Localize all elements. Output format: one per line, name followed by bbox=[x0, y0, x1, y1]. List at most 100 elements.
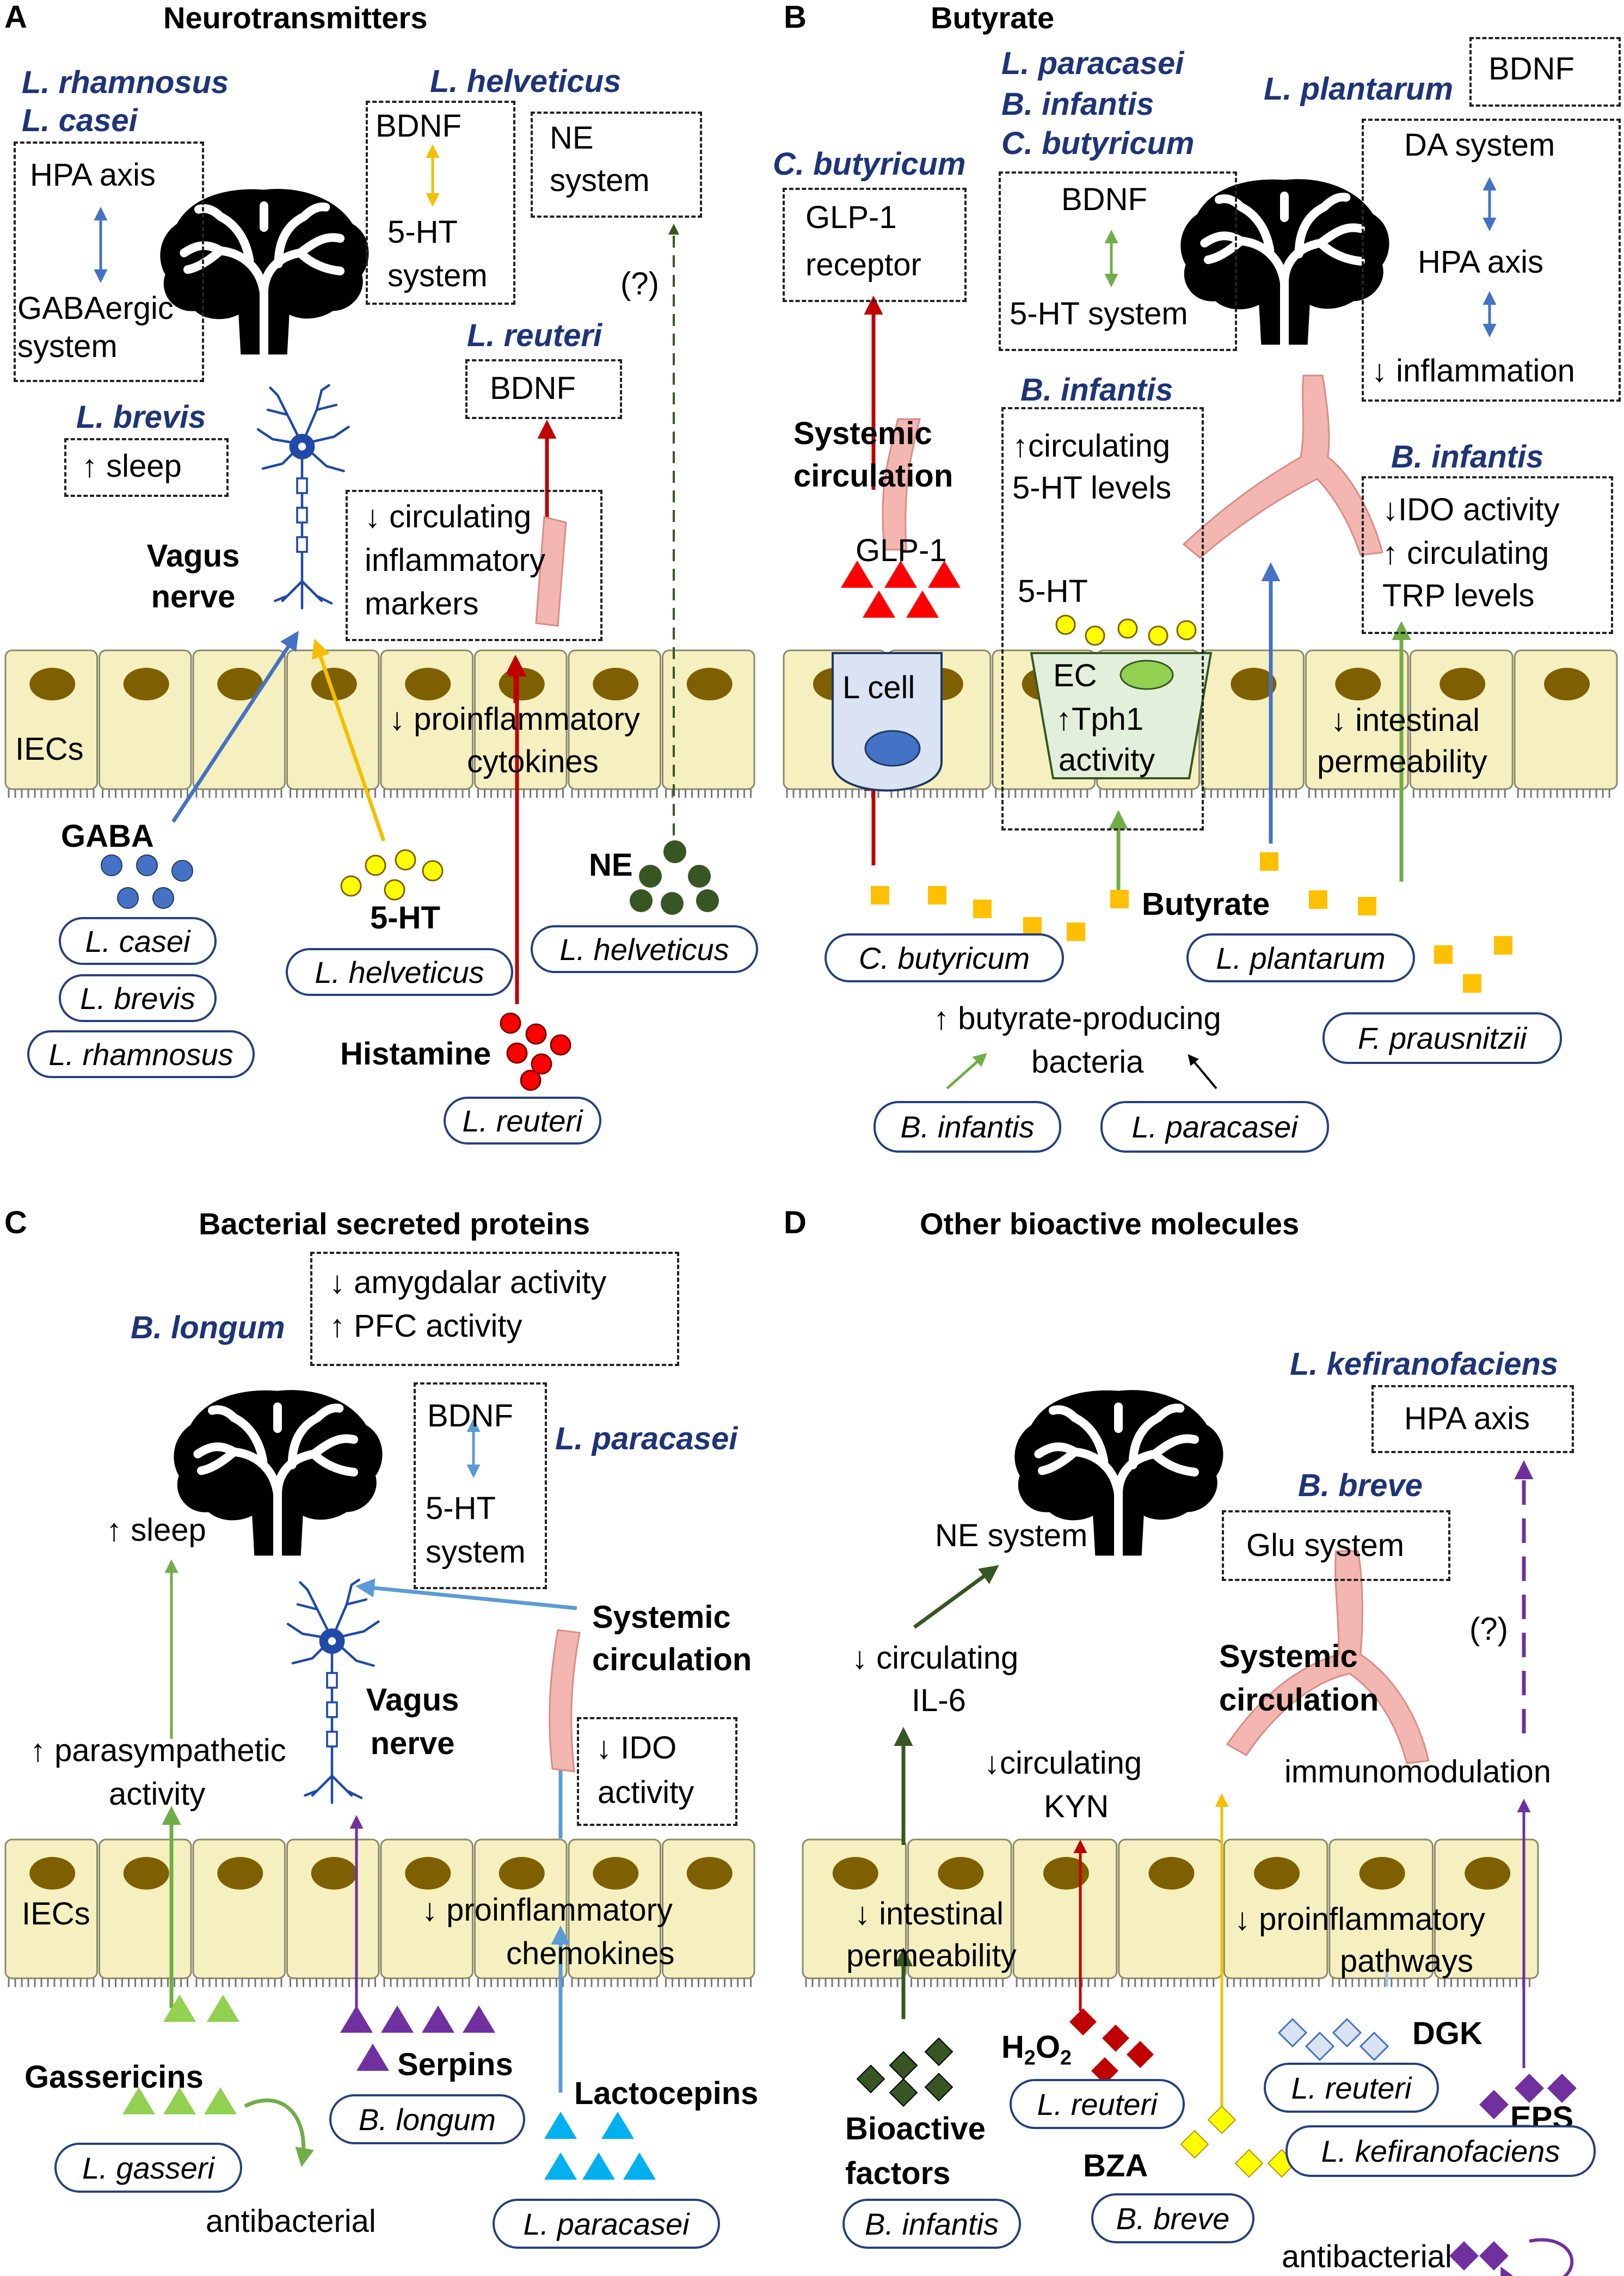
dgk-label: DGK bbox=[1412, 2016, 1482, 2051]
box-text: markers bbox=[365, 586, 479, 622]
box-amygdala-pfc bbox=[310, 1252, 679, 1366]
box-text: ↑circulating bbox=[1012, 428, 1171, 464]
pill-infantis: B. infantis bbox=[873, 1101, 1061, 1153]
microbe-label: L. plantarum bbox=[1264, 71, 1454, 107]
ne-system-label: NE system bbox=[935, 1518, 1088, 1553]
producing-label: bacteria bbox=[1031, 1044, 1144, 1080]
iec-cell bbox=[907, 1838, 1012, 1979]
box-text: BDNF bbox=[1488, 51, 1574, 87]
box-text: HPA axis bbox=[1404, 1401, 1530, 1436]
box-text: inflammatory bbox=[365, 543, 545, 578]
iec-nucleus bbox=[1544, 668, 1590, 700]
iec-nucleus bbox=[832, 1857, 878, 1890]
microbe-label: L. paracasei bbox=[1001, 46, 1184, 81]
box-text: GLP-1 bbox=[805, 200, 897, 235]
microbe-label: B. infantis bbox=[1001, 87, 1154, 122]
question-mark: (?) bbox=[620, 266, 659, 302]
panel-d-title: Other bioactive molecules bbox=[920, 1207, 1300, 1241]
arrow-paracasei-producing bbox=[1188, 1054, 1217, 1090]
systemic-label: circulation bbox=[1219, 1682, 1379, 1718]
box-sleep bbox=[64, 438, 229, 497]
iec-cell bbox=[1223, 1838, 1328, 1979]
h2o2-diamonds bbox=[1069, 2008, 1154, 2084]
pill-helveticus: L. helveticus bbox=[286, 948, 513, 996]
box-text: ↓IDO activity bbox=[1382, 492, 1560, 527]
box-hpa-gaba bbox=[14, 142, 204, 382]
immuno-label: immunomodulation bbox=[1284, 1754, 1552, 1789]
box-text: HPA axis bbox=[30, 157, 156, 193]
iec-nucleus bbox=[593, 1857, 639, 1890]
box-text: TRP levels bbox=[1382, 578, 1535, 613]
iec-layer-a bbox=[4, 649, 755, 798]
ec-cell bbox=[1030, 652, 1213, 779]
pill-gasseri: L. gasseri bbox=[54, 2143, 242, 2193]
iecs-label: IECs bbox=[22, 1896, 90, 1931]
pill-infantis: B. infantis bbox=[842, 2199, 1021, 2249]
pill-helveticus: L. helveticus bbox=[531, 925, 758, 973]
tph-label: ↑Tph1 bbox=[1056, 702, 1144, 737]
serpins-triangles bbox=[340, 2006, 495, 2071]
blood-vessel-c bbox=[549, 1629, 581, 1773]
box-text: system bbox=[426, 1534, 526, 1570]
pill-breve: B. breve bbox=[1091, 2193, 1254, 2243]
tph-label: activity bbox=[1059, 742, 1155, 778]
gassericins-label: Gassericins bbox=[24, 2059, 204, 2095]
iec-layer-d bbox=[802, 1838, 1539, 1987]
box-text: 5-HT levels bbox=[1012, 470, 1172, 506]
arrow-il6-ne bbox=[913, 1565, 999, 1629]
vagus-nerve-label: nerve bbox=[370, 1726, 455, 1761]
pill-plantarum: L. plantarum bbox=[1186, 933, 1415, 982]
5ht-label: 5-HT bbox=[370, 900, 440, 936]
iec-cell bbox=[1409, 649, 1514, 790]
box-ido bbox=[1362, 476, 1613, 634]
iec-nucleus bbox=[938, 1857, 984, 1890]
chem-label: chemokines bbox=[506, 1936, 675, 1971]
box-text: GABAergic bbox=[17, 291, 174, 326]
box-text: ↑ circulating bbox=[1382, 536, 1549, 571]
iec-nucleus bbox=[29, 1857, 76, 1890]
pill-brevis: L. brevis bbox=[59, 974, 217, 1022]
perm-label: ↓ intestinal bbox=[1331, 703, 1480, 738]
iec-cell bbox=[1328, 1838, 1434, 1979]
perm-label: ↓ intestinal bbox=[854, 1896, 1004, 1931]
cytokines-label: ↓ proinflammatory bbox=[389, 702, 640, 737]
para-label: activity bbox=[109, 1776, 206, 1812]
box-text: BDNF bbox=[376, 108, 462, 144]
box-text: DA system bbox=[1404, 127, 1555, 163]
box-text: HPA axis bbox=[1418, 244, 1544, 280]
pill-kefiranofaciens: L. kefiranofaciens bbox=[1285, 2125, 1596, 2177]
blood-vessel bbox=[535, 516, 567, 627]
panel-a-letter: A bbox=[4, 0, 27, 35]
box-text: BDNF bbox=[490, 371, 576, 406]
box-text: BDNF bbox=[427, 1398, 513, 1434]
lactocepins-triangles bbox=[544, 2112, 656, 2180]
iec-nucleus bbox=[1335, 668, 1381, 700]
il6-label: ↓ circulating bbox=[852, 1640, 1019, 1676]
box-bdnf-5ht-b bbox=[999, 171, 1237, 351]
iec-cell bbox=[1305, 649, 1409, 790]
arrow-infantis-producing bbox=[946, 1053, 987, 1090]
systemic-label: Systemic bbox=[1219, 1639, 1358, 1674]
blood-vessel-d bbox=[1226, 1550, 1430, 1764]
box-bdnf-reuteri bbox=[465, 359, 622, 419]
iec-nucleus bbox=[311, 668, 357, 700]
iec-cell bbox=[802, 1838, 907, 1979]
eps-diamonds bbox=[1449, 2074, 1577, 2271]
iec-cell bbox=[1514, 649, 1618, 790]
pill-reuteri: L. reuteri bbox=[1264, 2063, 1439, 2113]
butyrate-label: Butyrate bbox=[1142, 887, 1270, 922]
microbe-label: B. breve bbox=[1298, 1468, 1423, 1503]
iec-cell bbox=[1201, 649, 1305, 790]
box-da-hpa-infl bbox=[1362, 119, 1621, 402]
microbe-label: L. paracasei bbox=[555, 1421, 738, 1456]
panel-b-letter: B bbox=[784, 0, 807, 35]
il6-label: IL-6 bbox=[912, 1683, 966, 1718]
microbe-label: L. reuteri bbox=[467, 318, 602, 353]
box-text: NE bbox=[550, 120, 594, 156]
producing-label: ↑ butyrate-producing bbox=[933, 1001, 1221, 1036]
gassericins-triangles bbox=[122, 1995, 239, 2114]
antibacterial-label: antibacterial bbox=[1282, 2239, 1452, 2274]
kyn-label: KYN bbox=[1044, 1789, 1109, 1824]
pill-paracasei: L. paracasei bbox=[1100, 1101, 1329, 1153]
iec-nucleus bbox=[1440, 668, 1486, 700]
